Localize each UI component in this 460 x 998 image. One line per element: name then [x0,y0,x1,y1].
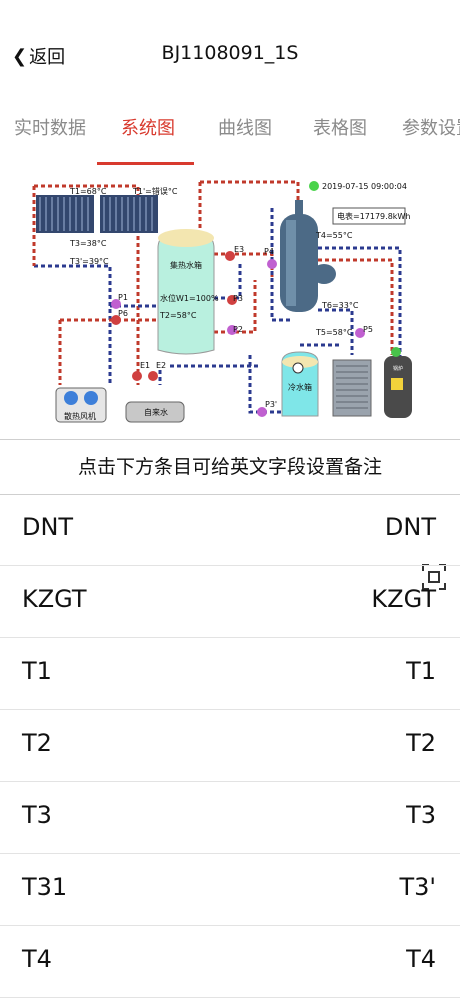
t1p-reading: T1'=错误°C [132,186,178,196]
t3p-reading: T3'=39°C [69,257,109,266]
fan-label: 散热风机 [64,411,96,421]
pump-p5-label: P5 [363,325,373,334]
tank-t2: T2=58°C [159,311,197,320]
tab-settings[interactable]: 参数设置 [402,118,460,139]
valve-e1-label: E1 [140,361,150,370]
collector-tank [157,229,215,355]
tab-realtime[interactable]: 实时数据 [14,118,86,139]
field-key: DNT [22,513,74,541]
list-item[interactable]: T31 T3' [0,854,460,926]
field-value: T2 [406,729,436,757]
back-button[interactable]: ❮ 返回 [12,43,65,69]
timestamp: 2019-07-15 09:00:04 [322,182,407,191]
tab-table[interactable]: 表格图 [313,118,367,139]
pump-p2-label: P2 [233,325,243,334]
list-item[interactable]: T1 T1 [0,638,460,710]
list-item[interactable]: T3 T3 [0,782,460,854]
cold-water-tank [281,351,319,417]
online-status-icon [309,181,319,191]
field-key: T31 [22,873,68,901]
meter-box [332,207,406,225]
t6-reading: T6=33°C [321,301,359,310]
t4-reading: T4=55°C [315,231,353,240]
solar-collector-left [36,195,94,233]
pipes [32,180,402,414]
field-key: T4 [22,945,52,973]
t3-reading: T3=38°C [69,239,107,248]
field-key: KZGT [22,585,87,613]
meter-reading: 电表=17179.8kWh [337,211,410,221]
cold-tank-label: 冷水箱 [288,382,312,392]
heat-exchanger-vessel [280,200,336,312]
boiler-label: 锅炉 [393,365,403,372]
list-item[interactable]: T4 T4 [0,926,460,998]
pump-p6-label: P6 [118,309,128,318]
field-key: T2 [22,729,52,757]
tap-water-label: 自来水 [144,407,168,417]
field-value: T1 [406,657,436,685]
system-diagram: T1=68°C T1'=错误°C T3=38°C T3'=39°C 2019-0… [0,170,460,590]
t1-reading: T1=68°C [69,187,107,196]
pump-icons [111,251,365,417]
remark-hint: 点击下方条目可给英文字段设置备注 [0,439,460,495]
list-item[interactable]: KZGT KZGT [0,566,460,638]
list-item[interactable]: DNT DNT [0,494,460,566]
pump-p3-label: P3 [233,294,243,303]
nav-header: ❮ 返回 BJ1108091_1S [0,0,460,110]
page-title: BJ1108091_1S [161,42,299,64]
back-label: 返回 [29,47,66,68]
solar-collector-right [100,195,158,233]
field-value: T4 [406,945,436,973]
tab-system-diagram[interactable]: 系统图 [121,118,175,139]
tank-name: 集热水箱 [170,260,202,270]
list-item[interactable]: T2 T2 [0,710,460,782]
heat-pump-unit [332,359,372,417]
boiler [384,347,412,418]
field-value: T3 [406,801,436,829]
field-key: T1 [22,657,52,685]
t5-reading: T5=58°C [315,328,353,337]
valve-e3-label: E3 [234,245,244,254]
tab-bar: 实时数据 系统图 曲线图 表格图 参数设置 [0,110,460,166]
pump-p4-label: P4 [264,247,274,256]
tap-water-unit [125,401,185,423]
system-diagram-svg: T1=68°C T1'=错误°C T3=38°C T3'=39°C 2019-0… [32,180,412,423]
chevron-left-icon: ❮ [12,45,28,67]
field-value: T3' [399,873,436,901]
tank-level: 水位W1=100% [160,293,219,303]
pump-p1-label: P1 [118,293,128,302]
field-list: DNT DNT KZGT KZGT T1 T1 T2 T2 T3 T3 T31 … [0,494,460,998]
valve-e2-label: E2 [156,361,166,370]
field-value: KZGT [371,585,436,613]
field-value: DNT [384,513,436,541]
pump-p3p-label: P3' [265,400,277,409]
field-key: T3 [22,801,52,829]
tab-curve[interactable]: 曲线图 [218,118,272,139]
cooling-fan-unit [55,387,107,423]
active-tab-indicator [97,162,194,165]
